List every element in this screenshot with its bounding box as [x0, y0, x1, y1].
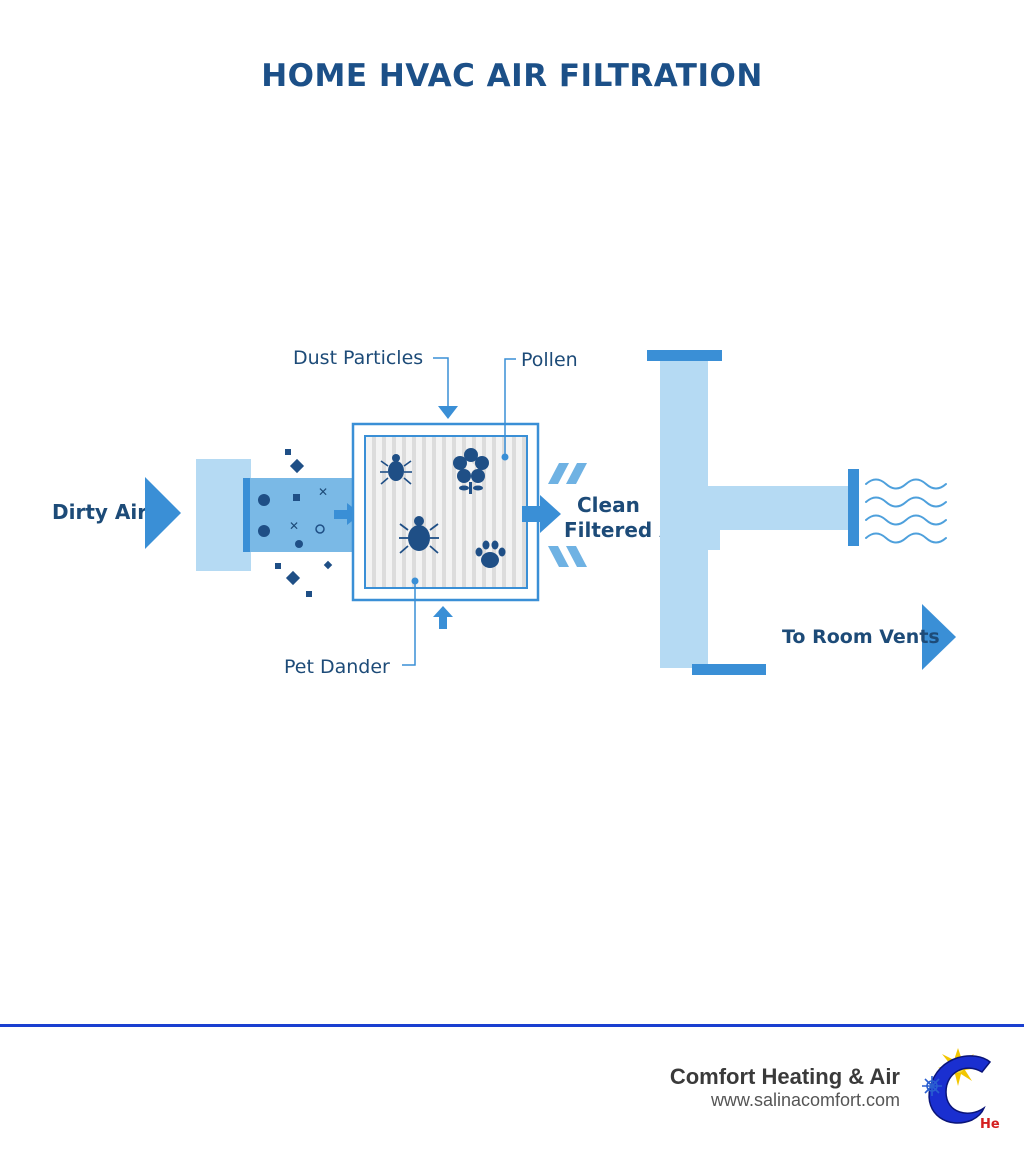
svg-text:✕: ✕	[289, 519, 299, 533]
callout-lines	[402, 357, 516, 666]
flow-hatch-icon	[548, 463, 587, 567]
svg-text:✕: ✕	[318, 485, 328, 499]
filter-pleat	[502, 437, 506, 587]
filter-pleat	[452, 437, 456, 587]
room-vents-arrow-icon	[922, 604, 956, 670]
mite-icon	[399, 516, 439, 554]
duct-tee	[647, 350, 859, 675]
company-logo: He	[922, 1048, 1000, 1132]
dirty-air-label: Dirty Air	[52, 500, 147, 524]
flower-icon	[453, 448, 489, 494]
company-website[interactable]: www.salinacomfort.com	[710, 1090, 900, 1110]
filter-pleat	[482, 437, 486, 587]
intake-flange	[243, 478, 250, 552]
filter-pleat	[462, 437, 466, 587]
filter-pleat	[372, 437, 376, 587]
filter-pleat	[512, 437, 516, 587]
filter-pleat	[412, 437, 416, 587]
filter-pleat	[402, 437, 406, 587]
filter-pleat	[382, 437, 386, 587]
company-name: Comfort Heating & Air	[669, 1064, 900, 1089]
logo-text: He	[980, 1117, 1000, 1132]
filter-pleat	[392, 437, 396, 587]
pollen-callout-dot	[501, 453, 509, 461]
up-arrow-icon	[433, 606, 453, 629]
mite-icon	[380, 454, 412, 485]
clean-air-arrow-icon	[522, 495, 561, 533]
down-arrow-icon	[438, 406, 458, 419]
room-vents-label: To Room Vents	[782, 626, 940, 648]
air-wave-icon	[865, 478, 947, 544]
page-title: HOME HVAC AIR FILTRATION	[261, 58, 763, 94]
snowflake-icon	[922, 1076, 942, 1096]
logo-c-mark	[928, 1055, 992, 1124]
filter-pleat	[442, 437, 446, 587]
pollen-label: Pollen	[521, 349, 578, 371]
paw-icon	[475, 540, 506, 568]
footer-divider	[0, 1024, 1024, 1027]
hvac-diagram: Dirty Air ✕ ✕	[52, 347, 956, 678]
filter-pleat	[472, 437, 476, 587]
pet-dander-label: Pet Dander	[284, 656, 390, 678]
intake-panel	[196, 459, 251, 571]
filter-pleat	[432, 437, 436, 587]
dust-particle-icon: ✕ ✕	[258, 449, 358, 597]
dander-callout-dot	[411, 577, 419, 585]
dirty-air-arrow-icon	[145, 477, 181, 549]
filter-pleat	[492, 437, 496, 587]
dust-particles-label: Dust Particles	[293, 347, 423, 369]
filter-pleat	[422, 437, 426, 587]
clean-air-label: Clean	[577, 493, 640, 517]
